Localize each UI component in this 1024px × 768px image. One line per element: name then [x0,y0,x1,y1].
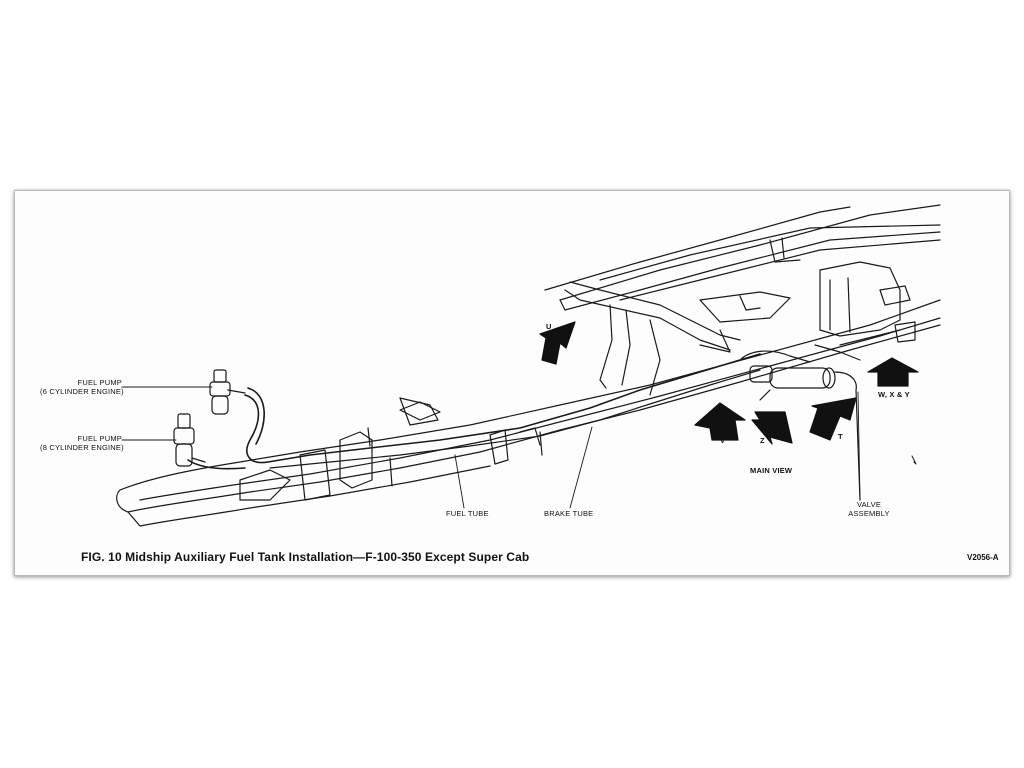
arrow-wxy-label: W, X & Y [878,390,910,399]
main-view-label: MAIN VIEW [750,466,793,475]
fuel-pump-8-line2: (8 CYLINDER ENGINE) [40,443,124,452]
figure-frame [14,190,1010,576]
arrow-v-label: V [720,436,726,445]
leader-lines [121,386,861,509]
fuel-pump-6-label: FUEL PUMP (6 CYLINDER ENGINE) [40,378,124,396]
brake-tube-label: BRAKE TUBE [544,509,594,518]
cursor-mark [911,455,917,465]
arrow-t [809,397,857,441]
fuel-tube-label: FUEL TUBE [446,509,489,518]
fuel-pump-6-line2: (6 CYLINDER ENGINE) [40,387,124,396]
arrow-z [751,411,793,445]
arrow-v [694,402,746,441]
arrow-z-label: Z [760,436,765,445]
fuel-pump-8 [173,413,206,467]
figure-code: V2056-A [967,553,999,562]
brake-tube [269,369,761,487]
figure-caption: FIG. 10 Midship Auxiliary Fuel Tank Inst… [81,550,530,564]
fuel-pump-6-line1: FUEL PUMP [77,378,122,387]
valve-assembly-drawing [739,344,861,501]
mid-bracket [399,397,439,426]
valve-line1: VALVE [856,500,882,509]
valve-line2: ASSEMBLY [848,509,890,518]
fuel-pump-6 [209,369,246,415]
fuel-tube [187,353,761,470]
rail-brackets [239,401,541,501]
valve-assembly-label: VALVE ASSEMBLY [836,500,902,518]
arrow-wxy [867,357,919,387]
rear-bracket [699,237,916,346]
fuel-pump-8-line1: FUEL PUMP [77,434,122,443]
arrow-u-label: U [546,322,552,331]
fuel-pump-8-label: FUEL PUMP (8 CYLINDER ENGINE) [40,434,124,452]
upper-rails [544,204,941,311]
crossmember [564,281,741,396]
arrow-t-label: T [838,432,843,441]
arrow-u [539,321,576,365]
